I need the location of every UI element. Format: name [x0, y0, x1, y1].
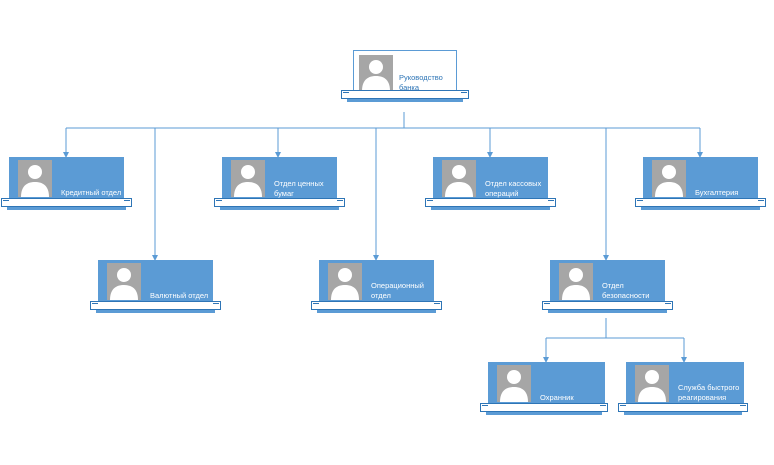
node-guard: Охранник: [480, 362, 608, 422]
node-label: Охранник: [540, 393, 574, 402]
node-label: Кредитный отдел: [61, 188, 122, 197]
node-securities: Отдел ценных бумаг: [214, 157, 345, 217]
node-card: Отдел кассовых операций: [433, 157, 548, 199]
node-rapid-response: Службa быстрого реагирования: [618, 362, 748, 422]
node-security: Отдел безопасности: [542, 260, 673, 320]
node-band: [425, 198, 556, 207]
node-band-tab: [486, 412, 602, 415]
node-band: [341, 90, 469, 99]
node-card: Валютный отдел: [98, 260, 213, 302]
node-card: Отдел ценных бумаг: [222, 157, 337, 199]
node-card: Кредитный отдел: [9, 157, 124, 199]
node-band-tab: [624, 412, 742, 415]
node-band: [214, 198, 345, 207]
node-band: [1, 198, 132, 207]
node-label: Операционный отдел: [371, 281, 424, 300]
node-band-tab: [431, 207, 550, 210]
node-cash: Отдел кассовых операций: [425, 157, 556, 217]
person-placeholder-icon: [635, 365, 669, 402]
person-placeholder-icon: [328, 263, 362, 300]
node-band-tab: [7, 207, 126, 210]
node-label: Службa быстрого реагирования: [678, 383, 740, 402]
node-label: Руководство банка: [399, 73, 443, 92]
node-card: Службa быстрого реагирования: [626, 362, 744, 404]
node-card: Охранник: [488, 362, 605, 404]
person-placeholder-icon: [497, 365, 531, 402]
node-operations: Операционный отдел: [311, 260, 442, 320]
node-card: Руководство банка: [353, 50, 457, 92]
node-band: [90, 301, 221, 310]
node-band-tab: [347, 99, 463, 102]
node-band: [542, 301, 673, 310]
person-placeholder-icon: [231, 160, 265, 197]
person-placeholder-icon: [442, 160, 476, 197]
node-band-tab: [548, 310, 667, 313]
node-band: [618, 403, 748, 412]
person-placeholder-icon: [652, 160, 686, 197]
node-label: Бухгалтерия: [695, 188, 739, 197]
node-band-tab: [641, 207, 760, 210]
node-band-tab: [96, 310, 215, 313]
node-credit: Кредитный отдел: [1, 157, 132, 217]
node-band-tab: [317, 310, 436, 313]
person-placeholder-icon: [559, 263, 593, 300]
node-currency: Валютный отдел: [90, 260, 221, 320]
node-root: Руководство банка: [341, 50, 469, 112]
node-accounting: Бухгалтерия: [635, 157, 766, 217]
node-band: [311, 301, 442, 310]
node-label: Отдел безопасности: [602, 281, 650, 300]
person-placeholder-icon: [18, 160, 52, 197]
person-placeholder-icon: [359, 55, 393, 91]
node-label: Отдел ценных бумаг: [274, 179, 324, 198]
node-label: Отдел кассовых операций: [485, 179, 542, 198]
node-band: [635, 198, 766, 207]
node-band-tab: [220, 207, 339, 210]
node-card: Операционный отдел: [319, 260, 434, 302]
person-placeholder-icon: [107, 263, 141, 300]
node-label: Валютный отдел: [150, 291, 209, 300]
node-band: [480, 403, 608, 412]
node-card: Отдел безопасности: [550, 260, 665, 302]
node-card: Бухгалтерия: [643, 157, 758, 199]
